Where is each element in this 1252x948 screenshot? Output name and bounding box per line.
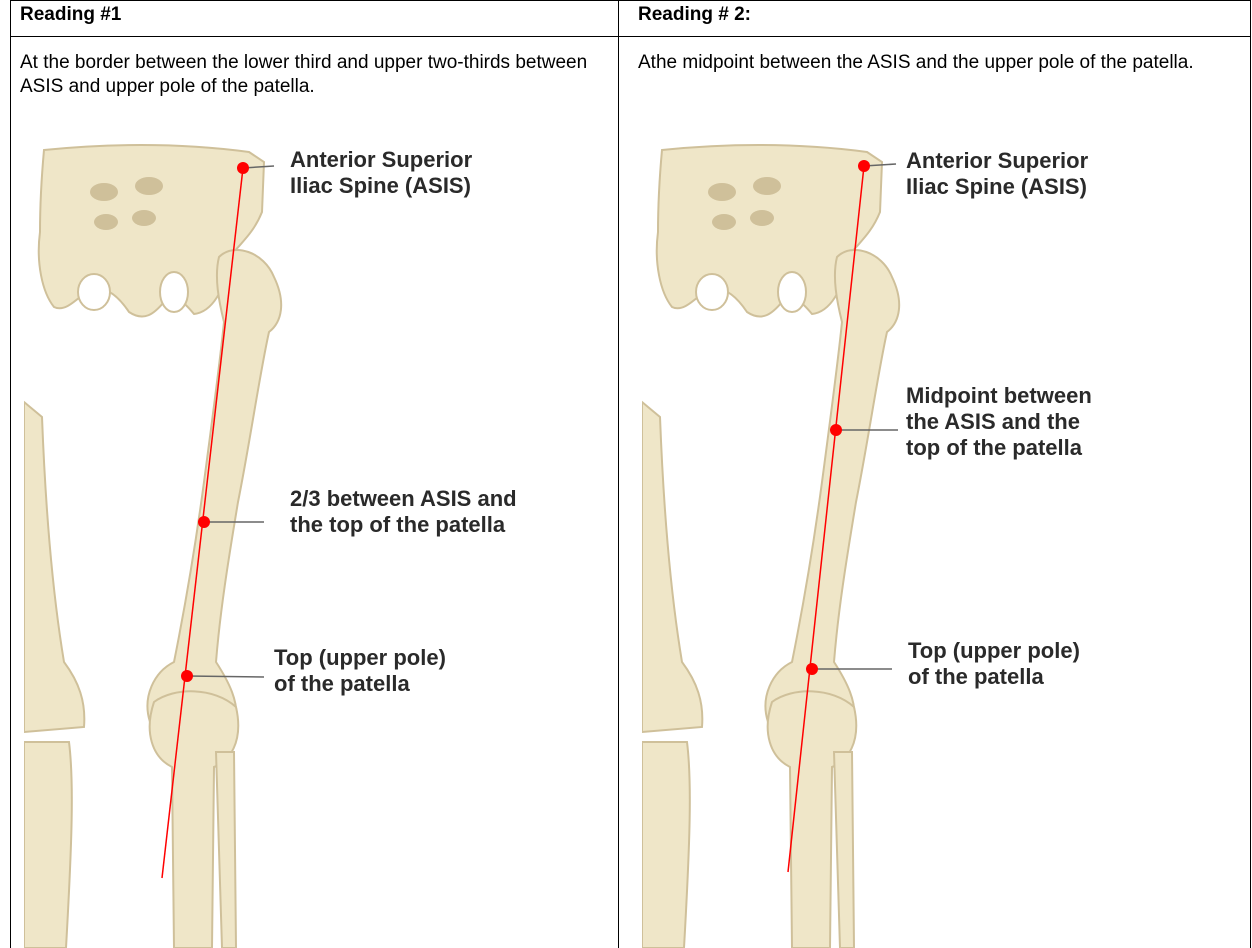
- patella-leader-line: [187, 676, 264, 677]
- reading-2-heading: Reading # 2:: [638, 4, 751, 26]
- femur: [765, 250, 899, 722]
- left-leg-bones: [24, 402, 84, 948]
- reading-1-skeleton-diagram: [24, 142, 614, 948]
- left-leg-bones: [642, 402, 702, 948]
- asis-label-line-1: Anterior Superior: [290, 147, 472, 173]
- patella-label-line-1: Top (upper pole): [274, 645, 446, 671]
- patella-label: Top (upper pole) of the patella: [908, 638, 1080, 690]
- knee-and-tibia: [150, 691, 239, 948]
- reading-1-description: At the border between the lower third an…: [20, 51, 600, 99]
- reading-1-illustration: Anterior Superior Iliac Spine (ASIS) 2/3…: [24, 142, 614, 948]
- midpoint-label-line-3: top of the patella: [906, 435, 1092, 461]
- midpoint-label-line-1: Midpoint between: [906, 383, 1092, 409]
- two-thirds-label-line-1: 2/3 between ASIS and: [290, 486, 517, 512]
- table-top-border: [10, 0, 1251, 1]
- asis-label: Anterior Superior Iliac Spine (ASIS): [906, 148, 1088, 200]
- two-thirds-label: 2/3 between ASIS and the top of the pate…: [290, 486, 517, 538]
- patella-label: Top (upper pole) of the patella: [274, 645, 446, 697]
- patella-label-line-2: of the patella: [274, 671, 446, 697]
- column-divider: [618, 0, 619, 948]
- patella-marker: [806, 663, 818, 675]
- table-right-border: [1250, 0, 1251, 948]
- midpoint-marker: [830, 424, 842, 436]
- midpoint-label: Midpoint between the ASIS and the top of…: [906, 383, 1092, 461]
- asis-label-line-2: Iliac Spine (ASIS): [290, 173, 472, 199]
- header-divider: [10, 36, 1251, 37]
- two-thirds-marker: [198, 516, 210, 528]
- asis-label: Anterior Superior Iliac Spine (ASIS): [290, 147, 472, 199]
- asis-label-line-2: Iliac Spine (ASIS): [906, 174, 1088, 200]
- patella-marker: [181, 670, 193, 682]
- asis-label-line-1: Anterior Superior: [906, 148, 1088, 174]
- two-thirds-label-line-2: the top of the patella: [290, 512, 517, 538]
- femur: [147, 250, 281, 722]
- asis-marker: [858, 160, 870, 172]
- patella-label-line-1: Top (upper pole): [908, 638, 1080, 664]
- reading-2-skeleton-diagram: [642, 142, 1246, 948]
- reading-2-illustration: Anterior Superior Iliac Spine (ASIS) Mid…: [642, 142, 1246, 948]
- reading-1-heading: Reading #1: [20, 4, 121, 26]
- knee-and-tibia: [768, 691, 857, 948]
- comparison-table: Reading #1 Reading # 2: At the border be…: [10, 0, 1251, 948]
- reading-2-description: Athe midpoint between the ASIS and the u…: [638, 51, 1198, 75]
- asis-marker: [237, 162, 249, 174]
- patella-label-line-2: of the patella: [908, 664, 1080, 690]
- table-left-border: [10, 0, 11, 948]
- midpoint-label-line-2: the ASIS and the: [906, 409, 1092, 435]
